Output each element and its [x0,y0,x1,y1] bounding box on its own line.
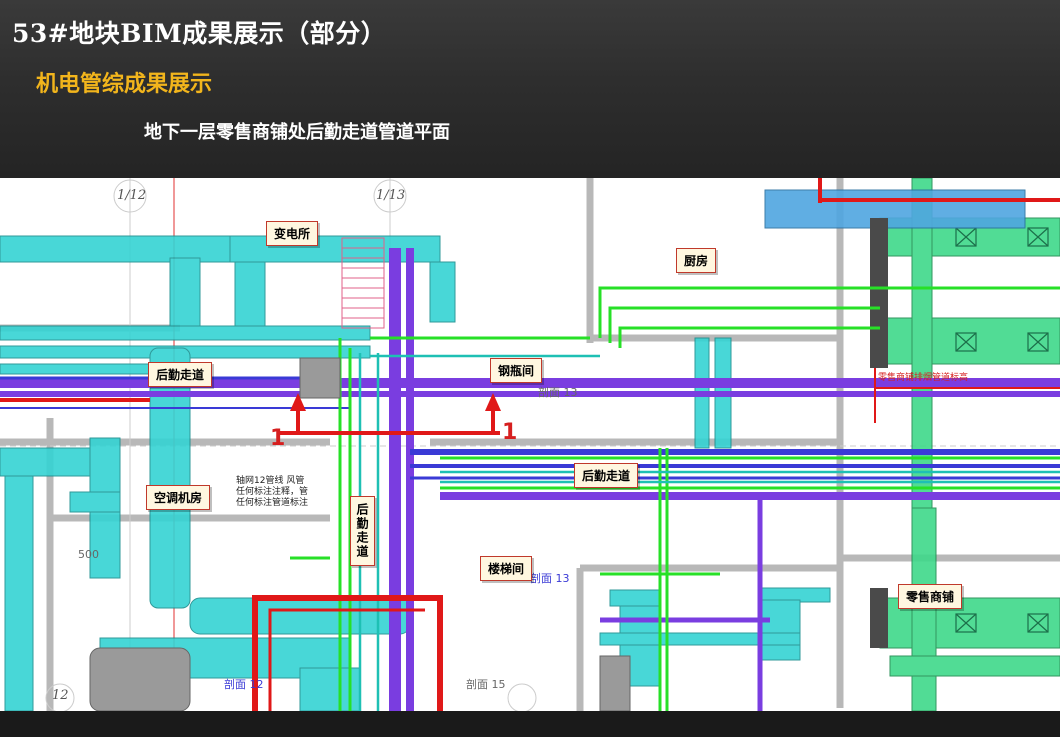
pipe-layout-svg [0,178,1060,711]
slide-header: 53#地块BIM成果展示（部分） 机电管综成果展示 地下一层零售商铺处后勤走道管… [0,0,1060,178]
room-label-corridor-1: 后勤走道 [148,362,213,387]
ahu-note: 轴网12管线 风管 任何标注注释，管 任何标注管道标注 [236,476,308,509]
dimension-500: 500 [78,548,99,561]
section-mark-top: 剖面 13 [538,386,578,399]
slide-subtitle: 机电管综成果展示 [36,71,213,97]
section-marker-1: 1 [270,426,286,451]
room-label-stairwell: 楼梯间 [480,556,533,581]
axis-label-1-13: 1/13 [376,188,406,203]
section-marker-2: 1 [502,420,518,445]
section-mark-right: 剖面 13 [530,572,570,585]
section-mark-left: 剖面 12 [224,678,264,691]
axis-label-1-12: 1/12 [117,188,147,203]
axis-label-12: 12 [52,688,69,703]
room-label-corridor-2: 后勤走道 [574,463,639,488]
section-mark-mid: 剖面 15 [466,678,506,691]
room-label-kitchen: 厨房 [676,248,717,273]
ahu-note-line-1: 轴网12管线 风管 [236,476,305,486]
ahu-note-line-2: 任何标注注释，管 [236,487,309,497]
room-label-substation: 变电所 [266,221,319,246]
room-label-cylinder-room: 钢瓶间 [490,358,543,383]
slide-title: 53#地块BIM成果展示（部分） [12,19,387,48]
drawing-caption: 地下一层零售商铺处后勤走道管道平面 [144,122,450,143]
ahu-note-line-3: 任何标注管道标注 [236,498,309,508]
room-label-ahu-room: 空调机房 [146,485,211,510]
room-label-retail: 零售商铺 [898,584,963,609]
room-label-corridor-vertical: 后勤走道 [350,496,375,566]
bim-plan-drawing: 1/12 1/13 12 剖面 12 剖面 15 剖面 13 剖面 13 500… [0,178,1060,711]
red-elevation-note: 零售商铺排烟管道标高 [878,373,969,383]
slide-footer [0,711,1060,737]
